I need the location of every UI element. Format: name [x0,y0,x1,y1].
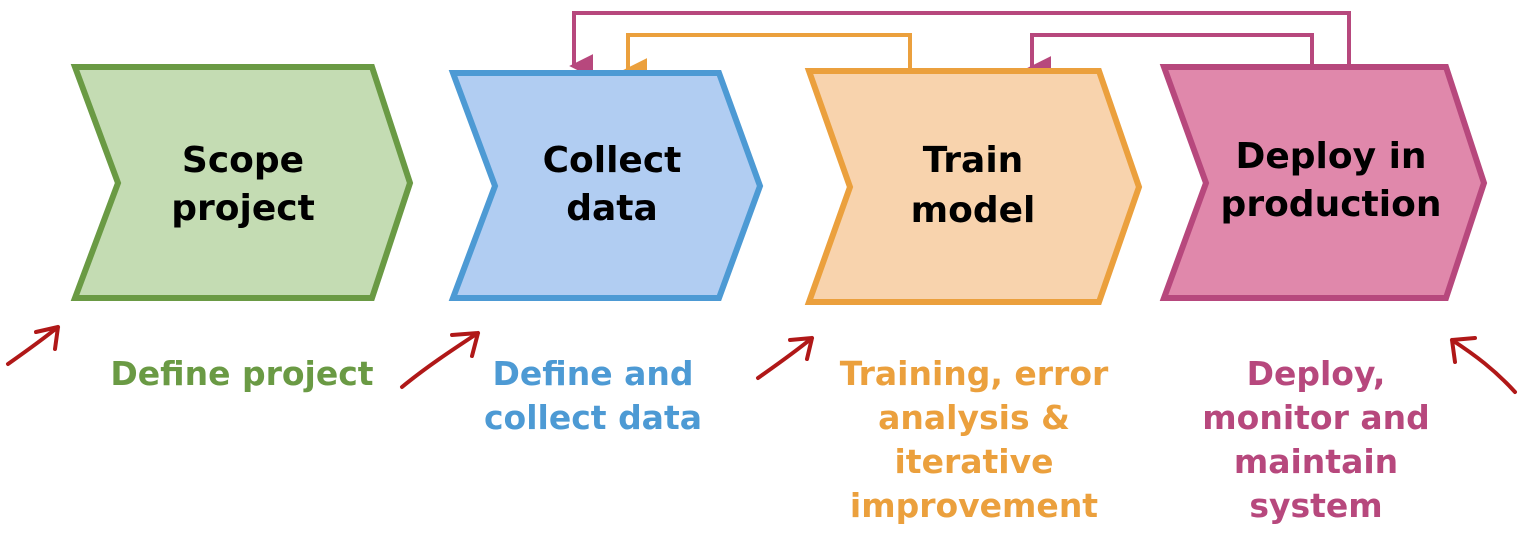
step-train-description-line: iterative [894,442,1054,481]
step-collect-title-line-1: Collect [543,140,682,181]
step-scope-title-line-2: project [171,188,315,229]
hand-arrow-4 [1450,336,1517,394]
step-scope-chevron: Scope project [70,64,414,301]
step-collect-title-line-2: data [566,188,658,229]
feedback-arrow-deploy-to-train [1027,33,1314,80]
feedback-arrow-deploy-to-collect [569,11,1351,78]
step-deploy-description-line: monitor and [1202,398,1430,437]
step-scope-description: Define project [92,352,392,396]
hand-arrow-1 [6,325,60,366]
step-deploy-chevron: Deploy in production [1159,64,1488,301]
step-train-chevron: Train model [804,68,1143,305]
step-train-description-line: Training, error [839,354,1109,393]
step-scope-description-line: Define project [110,354,374,393]
step-train-title-line-1: Train [923,140,1024,181]
hand-arrow-3 [756,336,814,380]
step-train-description: Training, error analysis & iterative imp… [814,352,1134,528]
hand-drawn-arrows [6,325,1517,394]
feedback-arrows [569,11,1351,82]
feedback-arrow-train-to-collect [623,33,912,82]
step-train-title-line-2: model [911,190,1036,231]
step-deploy-description-line: system [1249,486,1383,525]
step-deploy-title-line-2: production [1221,184,1442,225]
step-collect-description: Define and collect data [443,352,743,440]
step-collect-chevron: Collect data [448,70,764,301]
step-deploy-description: Deploy, monitor and maintain system [1166,352,1466,528]
step-deploy-description-line: maintain [1233,442,1399,481]
hand-arrow-2 [400,331,480,389]
step-train-description-line: analysis & [878,398,1070,437]
step-collect-description-line: Define and [492,354,694,393]
step-collect-description-line: collect data [484,398,702,437]
step-deploy-title-line-1: Deploy in [1235,136,1426,177]
step-deploy-description-line: Deploy, [1246,354,1386,393]
step-train-description-line: improvement [849,486,1099,525]
step-scope-title-line-1: Scope [182,140,304,181]
